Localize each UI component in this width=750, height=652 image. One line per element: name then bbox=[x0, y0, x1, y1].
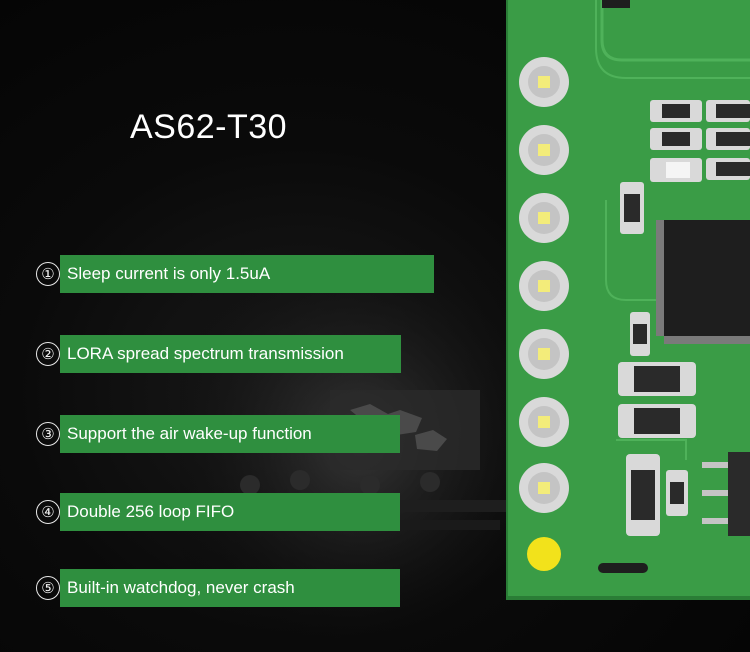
feature-3: ③ Support the air wake-up function bbox=[36, 415, 400, 453]
feature-number: ③ bbox=[36, 422, 60, 446]
feature-label: Support the air wake-up function bbox=[60, 415, 400, 453]
feature-label: Double 256 loop FIFO bbox=[60, 493, 400, 531]
feature-number: ① bbox=[36, 262, 60, 286]
pcb-module-image bbox=[506, 0, 750, 600]
feature-5: ⑤ Built-in watchdog, never crash bbox=[36, 569, 400, 607]
feature-4: ④ Double 256 loop FIFO bbox=[36, 493, 400, 531]
feature-number: ⑤ bbox=[36, 576, 60, 600]
feature-number: ② bbox=[36, 342, 60, 366]
feature-label: Sleep current is only 1.5uA bbox=[60, 255, 434, 293]
feature-number: ④ bbox=[36, 500, 60, 524]
feature-2: ② LORA spread spectrum transmission bbox=[36, 335, 401, 373]
feature-label: LORA spread spectrum transmission bbox=[60, 335, 401, 373]
feature-label: Built-in watchdog, never crash bbox=[60, 569, 400, 607]
feature-1: ① Sleep current is only 1.5uA bbox=[36, 255, 434, 293]
product-title: AS62-T30 bbox=[130, 108, 288, 146]
